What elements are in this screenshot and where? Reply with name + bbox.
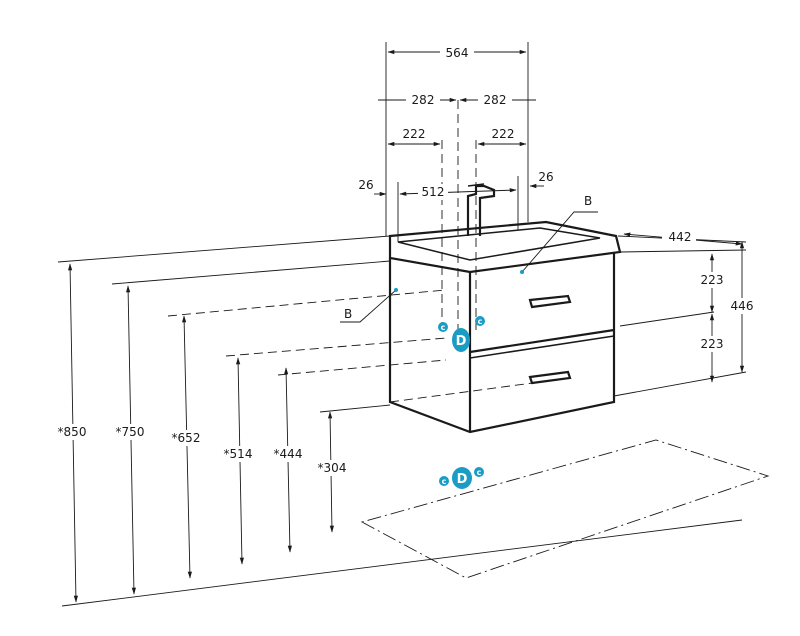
center-lines (441, 100, 477, 345)
dim-height-652: *652 (172, 431, 201, 445)
reference-lines (57, 235, 770, 607)
ref-line-652 (167, 289, 446, 317)
floor-connection-d (452, 467, 472, 489)
ext-right-bottom (613, 371, 747, 397)
cabinet (388, 183, 622, 434)
floor-connections: c D c (439, 467, 484, 489)
label-b-top: B (584, 194, 592, 208)
wall-line-750 (111, 260, 391, 285)
drawer-handle-bottom (528, 370, 572, 385)
dim-height-304: *304 (318, 461, 347, 475)
connection-c-right (475, 316, 485, 326)
hidden-back-edge (389, 381, 541, 403)
dim-222: 222 222 (387, 127, 527, 147)
dim-inset-right: 26 (538, 170, 553, 184)
dim-drawer-top: 223 (701, 273, 724, 287)
floor-connection-c-left (439, 476, 449, 486)
dim-inner-width: 512 (422, 185, 445, 199)
basin-bowl (397, 227, 601, 261)
ext-right-top (619, 249, 747, 253)
wall-top-line (57, 235, 391, 263)
dim-564: 564 (387, 44, 527, 60)
dim-height-850: *850 (58, 425, 87, 439)
label-b-left: B (344, 307, 352, 321)
connection-c-left (438, 322, 448, 332)
leader-b-top (521, 211, 598, 273)
ext-right-mid (619, 311, 715, 327)
svg-text:D: D (457, 472, 468, 487)
ref-line-444 (277, 359, 447, 376)
ref-line-304 (319, 404, 391, 413)
svg-text:c: c (477, 468, 482, 477)
top-extension-lines (385, 42, 529, 242)
cabinet-body (388, 252, 616, 434)
ref-line-514 (225, 337, 447, 357)
dim-offset-right: 222 (492, 127, 515, 141)
basin-outline (388, 220, 622, 274)
dim-drawer-bottom: 223 (701, 337, 724, 351)
dim-height-514: *514 (224, 447, 253, 461)
svg-text:c: c (441, 323, 446, 332)
floor-footprint (360, 439, 770, 579)
svg-text:c: c (442, 477, 447, 486)
left-height-dims: *850 *750 *652 *514 *444 *304 (52, 263, 352, 603)
connection-d (452, 328, 470, 352)
dim-offset-left: 222 (403, 127, 426, 141)
dim-height-750: *750 (116, 425, 145, 439)
leader-b-left (340, 289, 397, 323)
label-b-top-group: B (520, 194, 598, 274)
dim-depth: 442 (669, 230, 692, 244)
drawer-handle-top (528, 294, 572, 309)
dim-512: 512 26 26 (358, 170, 554, 200)
dim-total-width: 564 (446, 46, 469, 60)
drawer-divider-2 (469, 335, 615, 359)
dim-cabinet-height: 446 (731, 299, 754, 313)
right-height-dims: 223 223 446 (613, 241, 757, 397)
dim-442: 442 (617, 229, 747, 246)
floor-connection-c-right (474, 467, 484, 477)
dim-inset-left: 26 (358, 178, 373, 192)
label-b-left-group: B (340, 288, 398, 323)
dim-half-left: 282 (412, 93, 435, 107)
svg-text:c: c (478, 317, 483, 326)
svg-text:D: D (456, 334, 467, 349)
dim-height-444: *444 (274, 447, 303, 461)
dim-282: 282 282 (378, 92, 536, 108)
floor-line (61, 519, 743, 607)
wall-connections: c D c (438, 316, 485, 352)
drawer-divider (469, 328, 615, 354)
dim-half-right: 282 (484, 93, 507, 107)
